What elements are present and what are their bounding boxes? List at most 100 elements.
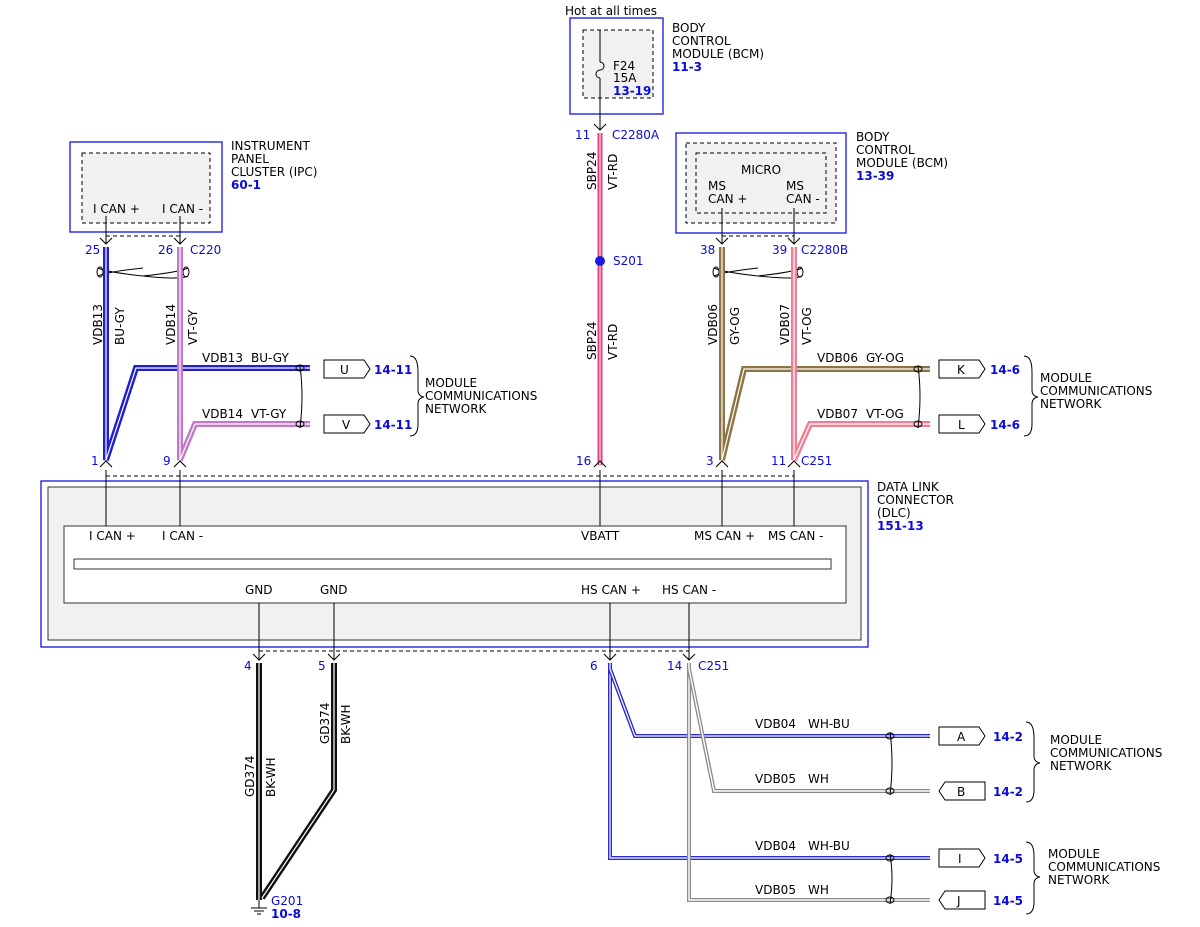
vdb04-i-color: WH-BU	[808, 839, 850, 853]
pin-dlc-11: 11	[771, 454, 786, 468]
network-label-bcm-2: COMMUNICATIONS	[1040, 384, 1152, 398]
splice-s201	[595, 256, 605, 266]
offpage-connector-l[interactable]	[938, 414, 986, 434]
offpage-k-ref[interactable]: 14-6	[990, 363, 1020, 377]
vdb04-a-color: WH-BU	[808, 717, 850, 731]
offpage-connector-i[interactable]	[938, 848, 986, 868]
dlc-pin-ican-minus: I CAN -	[162, 529, 203, 543]
gd374-a-circuit: GD374	[243, 756, 257, 797]
vdb14-color-vertical: VT-GY	[186, 309, 200, 345]
vdb07-circuit-vertical: VDB07	[778, 304, 792, 345]
ipc-ref-link[interactable]: 60-1	[231, 178, 261, 192]
offpage-b-letter: B	[957, 785, 965, 799]
wire-vdb14	[177, 247, 310, 462]
vdb13-color-vertical: BU-GY	[113, 307, 127, 345]
offpage-a-ref[interactable]: 14-2	[993, 730, 1023, 744]
offpage-connector-v[interactable]	[323, 414, 371, 434]
vdb13-circuit-vertical: VDB13	[91, 304, 105, 345]
offpage-connector-a[interactable]	[938, 726, 986, 746]
vdb04-a-circuit: VDB04	[755, 717, 796, 731]
bracket-hscan-network-2	[1025, 841, 1041, 915]
pin-ipc-a: 25	[85, 243, 100, 257]
pin-bcm-b: 39	[772, 243, 787, 257]
vdb06-circuit-vertical: VDB06	[706, 304, 720, 345]
pin-dlc-14: 14	[667, 659, 682, 673]
micro-label: MICRO	[741, 163, 781, 177]
pin-dlc-1: 1	[91, 454, 99, 468]
ground-g201-ref[interactable]: 10-8	[271, 907, 301, 921]
connector-arrow	[593, 123, 607, 131]
sbp24-circuit-upper: SBP24	[585, 152, 599, 190]
dlc-pin-gnd-2: GND	[320, 583, 348, 597]
pin-dlc-4: 4	[244, 659, 252, 673]
offpage-u-ref[interactable]: 14-11	[374, 363, 412, 377]
ipc-label-3: CLUSTER (IPC)	[231, 165, 317, 179]
ipc-pin-a-label: I CAN +	[93, 202, 140, 216]
offpage-connector-j[interactable]	[938, 890, 986, 910]
pin-dlc-3: 3	[706, 454, 714, 468]
dlc-box	[40, 480, 869, 648]
dlc-label-2: CONNECTOR	[877, 493, 954, 507]
dlc-ref-link[interactable]: 151-13	[877, 519, 924, 533]
bcm-right-label-1: BODY	[856, 130, 890, 144]
vdb07-circuit-horizontal: VDB07	[817, 407, 858, 421]
sbp24-circuit-lower: SBP24	[585, 322, 599, 360]
bcm-right-module-box	[675, 132, 847, 234]
offpage-b-ref[interactable]: 14-2	[993, 785, 1023, 799]
vdb13-circuit-horizontal: VDB13	[202, 351, 243, 365]
bracket-bcm-network	[1023, 355, 1039, 437]
gd374-b-color: BK-WH	[339, 704, 353, 744]
vdb13-color-horizontal: BU-GY	[251, 351, 289, 365]
wire-vdb04-to-i	[608, 663, 930, 860]
vdb04-i-circuit: VDB04	[755, 839, 796, 853]
network-label-hs2-2: COMMUNICATIONS	[1048, 860, 1160, 874]
bcm-top-ref-link[interactable]: 11-3	[672, 60, 702, 74]
bcm-top-label-3: MODULE (BCM)	[672, 47, 764, 61]
dlc-pin-ican-plus: I CAN +	[89, 529, 136, 543]
gd374-b-circuit: GD374	[318, 703, 332, 744]
bcm-right-ref-link[interactable]: 13-39	[856, 169, 894, 183]
offpage-v-ref[interactable]: 14-11	[374, 418, 412, 432]
vdb05-j-circuit: VDB05	[755, 883, 796, 897]
sbp24-color-upper: VT-RD	[606, 154, 620, 190]
sbp24-color-lower: VT-RD	[606, 324, 620, 360]
network-label-ipc-3: NETWORK	[425, 402, 488, 416]
micro-box	[695, 152, 827, 214]
fuse-ref-link[interactable]: 13-19	[613, 84, 651, 98]
ipc-label-2: PANEL	[231, 152, 269, 166]
offpage-connector-u[interactable]	[323, 359, 371, 379]
connector-c2280b: C2280B	[801, 243, 848, 257]
bcm-pin-b-line1: MS	[786, 179, 804, 193]
dlc-pin-mscan-minus: MS CAN -	[768, 529, 824, 543]
pin-dlc-9: 9	[163, 454, 171, 468]
ground-g201: G201	[271, 894, 303, 908]
fuse-rating: 15A	[613, 71, 637, 85]
splice-s201-label: S201	[613, 254, 644, 268]
bcm-pin-a-line1: MS	[708, 179, 726, 193]
vdb14-color-horizontal: VT-GY	[251, 407, 287, 421]
vdb14-circuit-horizontal: VDB14	[202, 407, 243, 421]
dlc-label-1: DATA LINK	[877, 480, 940, 494]
network-label-hs2-3: NETWORK	[1048, 873, 1111, 887]
offpage-connector-b[interactable]	[938, 781, 986, 801]
bracket-ipc-network	[409, 355, 425, 437]
vdb05-b-color: WH	[808, 772, 829, 786]
connector-c251-top: C251	[801, 454, 832, 468]
vdb14-circuit-vertical: VDB14	[164, 304, 178, 345]
offpage-j-ref[interactable]: 14-5	[993, 894, 1023, 908]
network-label-bcm-1: MODULE	[1040, 371, 1092, 385]
bcm-fuse-inner	[582, 29, 654, 99]
offpage-a-letter: A	[957, 730, 966, 744]
network-label-ipc-2: COMMUNICATIONS	[425, 389, 537, 403]
vdb07-color-horizontal: VT-OG	[866, 407, 904, 421]
bcm-fuse-module-box	[569, 17, 664, 115]
ground-icon	[251, 900, 267, 915]
offpage-connector-k[interactable]	[938, 359, 986, 379]
hot-at-all-times-label: Hot at all times	[565, 4, 657, 18]
offpage-i-ref[interactable]: 14-5	[993, 852, 1023, 866]
offpage-u-letter: U	[340, 363, 349, 377]
bcm-top-label-2: CONTROL	[672, 34, 731, 48]
network-label-hs2-1: MODULE	[1048, 847, 1100, 861]
vdb06-circuit-horizontal: VDB06	[817, 351, 858, 365]
offpage-l-ref[interactable]: 14-6	[990, 418, 1020, 432]
